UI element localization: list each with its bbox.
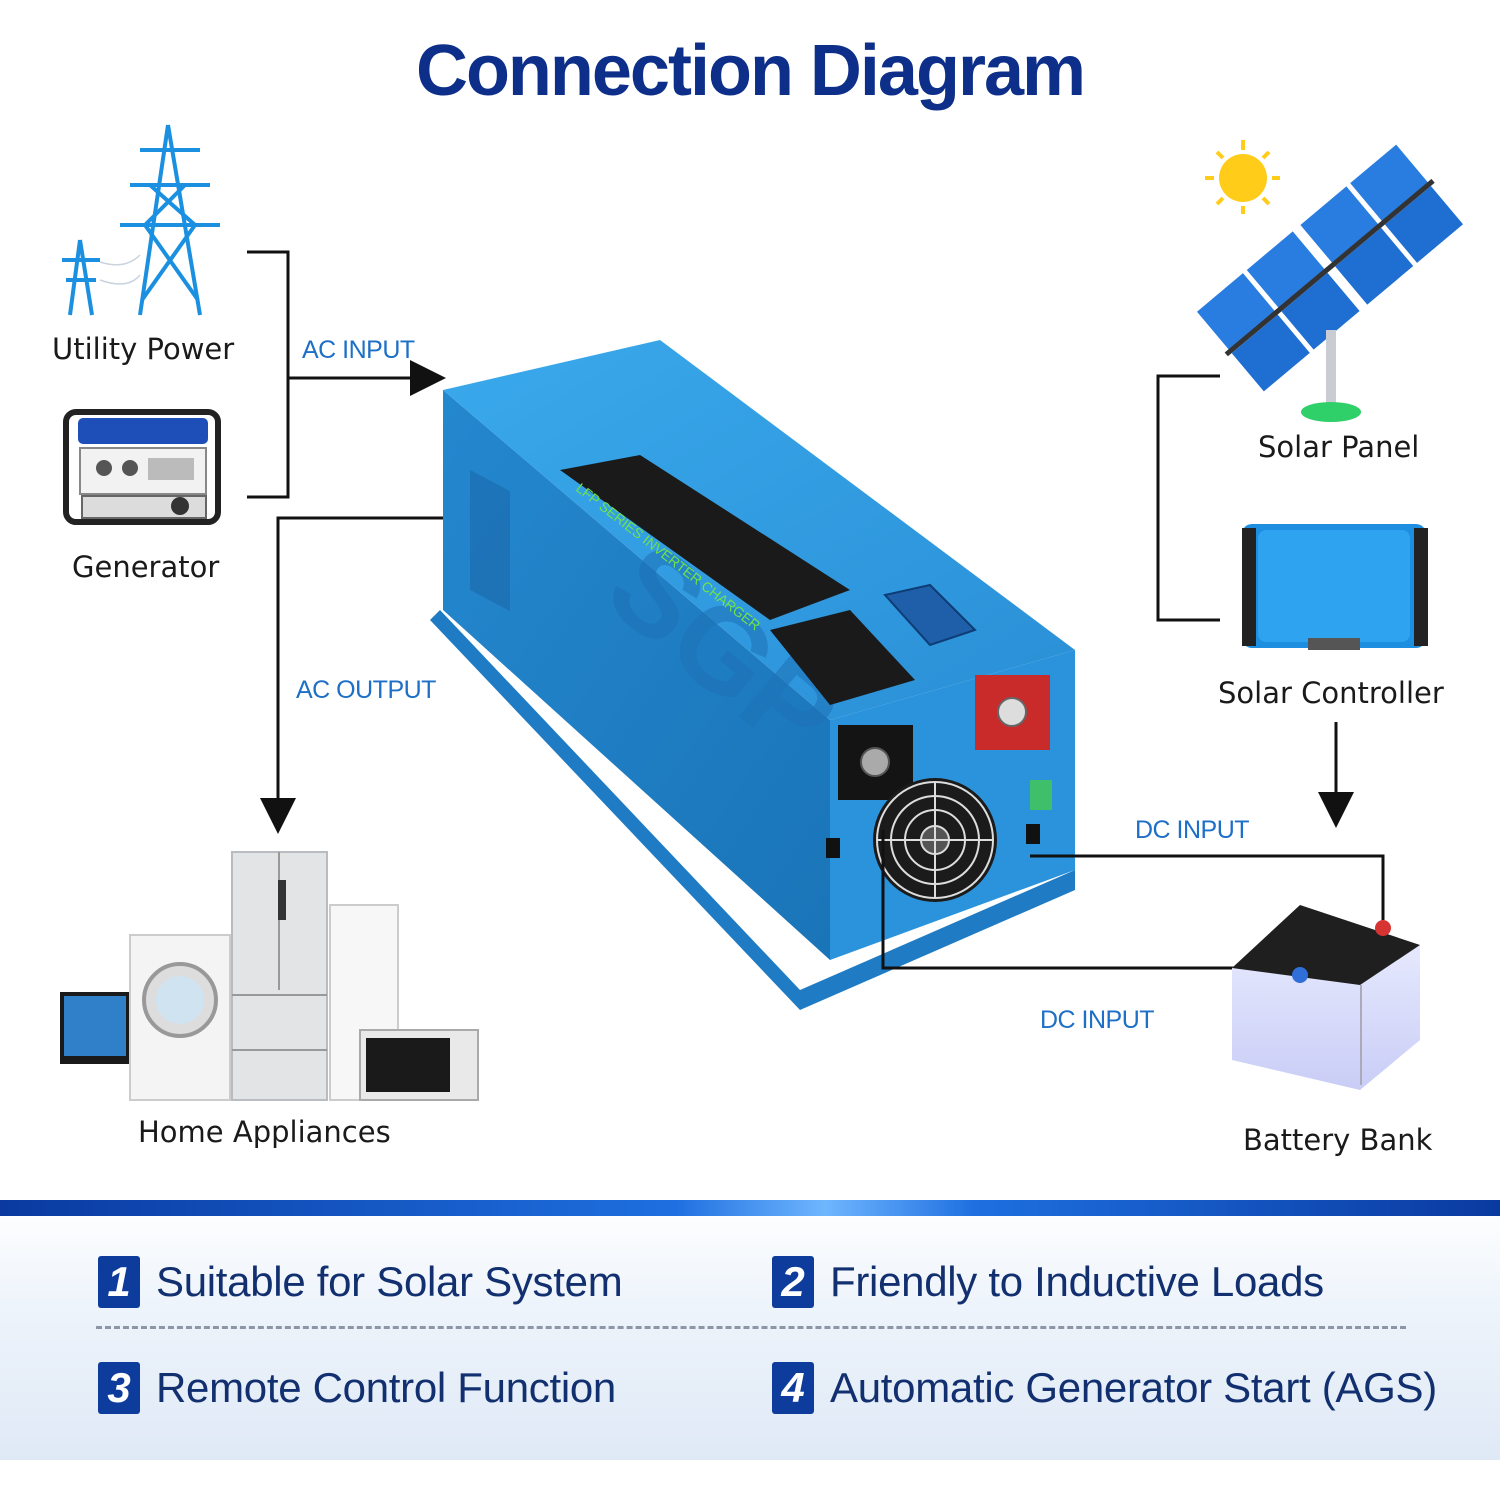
- feature-text: Remote Control Function: [156, 1364, 616, 1411]
- generator-icon: [63, 409, 221, 525]
- utility-power-label: Utility Power: [52, 332, 235, 366]
- feature-number-badge: 1: [98, 1256, 140, 1308]
- feature-item: 2 Friendly to Inductive Loads: [772, 1256, 1324, 1308]
- features-top-bar: [0, 1200, 1500, 1216]
- sun-icon: [1205, 140, 1280, 214]
- ac-output-connector: [260, 516, 448, 834]
- generator-label: Generator: [72, 550, 220, 584]
- control-panel: [560, 455, 850, 620]
- ac-input-label: AC INPUT: [302, 336, 415, 364]
- solar-controller-label: Solar Controller: [1218, 676, 1444, 710]
- feature-item: 1 Suitable for Solar System: [98, 1256, 623, 1308]
- feature-number-badge: 3: [98, 1362, 140, 1414]
- ac-output-label: AC OUTPUT: [296, 676, 436, 704]
- battery-bank-label: Battery Bank: [1243, 1123, 1433, 1157]
- dc-input-label-top: DC INPUT: [1135, 816, 1250, 844]
- solar-panel-label: Solar Panel: [1258, 430, 1420, 464]
- battery-icon: [1232, 905, 1420, 1090]
- feature-item: 3 Remote Control Function: [98, 1362, 616, 1414]
- utility-tower-icon: [62, 124, 220, 316]
- feature-number-badge: 2: [772, 1256, 814, 1308]
- dc-input-label-bottom: DC INPUT: [1040, 1006, 1155, 1034]
- feature-item: 4 Automatic Generator Start (AGS): [772, 1362, 1437, 1414]
- features-panel: [0, 1200, 1500, 1460]
- cooling-fan-icon: [873, 778, 997, 902]
- lcd-display: [883, 583, 977, 647]
- feature-text: Automatic Generator Start (AGS): [830, 1364, 1437, 1411]
- power-lines-icon: [99, 254, 141, 285]
- dc-input-wires: [881, 830, 1385, 970]
- diagram-title: Connection Diagram: [415, 31, 1086, 111]
- inverter-device: SGP LFP SERIES INVERTER CHARGER: [430, 340, 1075, 1010]
- connection-diagram: SGP LFP SERIES INVERTER CHARGER: [60, 124, 1469, 1101]
- side-vents: [470, 469, 510, 612]
- solar-controller-icon: [1242, 524, 1428, 650]
- ac-input-connector: [247, 250, 446, 499]
- feature-divider: [96, 1326, 1406, 1329]
- feature-number-badge: 4: [772, 1362, 814, 1414]
- terminal-block: [1030, 780, 1052, 810]
- home-appliances-icon: [60, 851, 479, 1101]
- solar-bracket: [1156, 374, 1220, 622]
- solar-panel-icon: [1191, 139, 1469, 422]
- feature-text: Suitable for Solar System: [156, 1258, 623, 1305]
- home-appliances-label: Home Appliances: [138, 1115, 391, 1149]
- feature-text: Friendly to Inductive Loads: [830, 1258, 1324, 1305]
